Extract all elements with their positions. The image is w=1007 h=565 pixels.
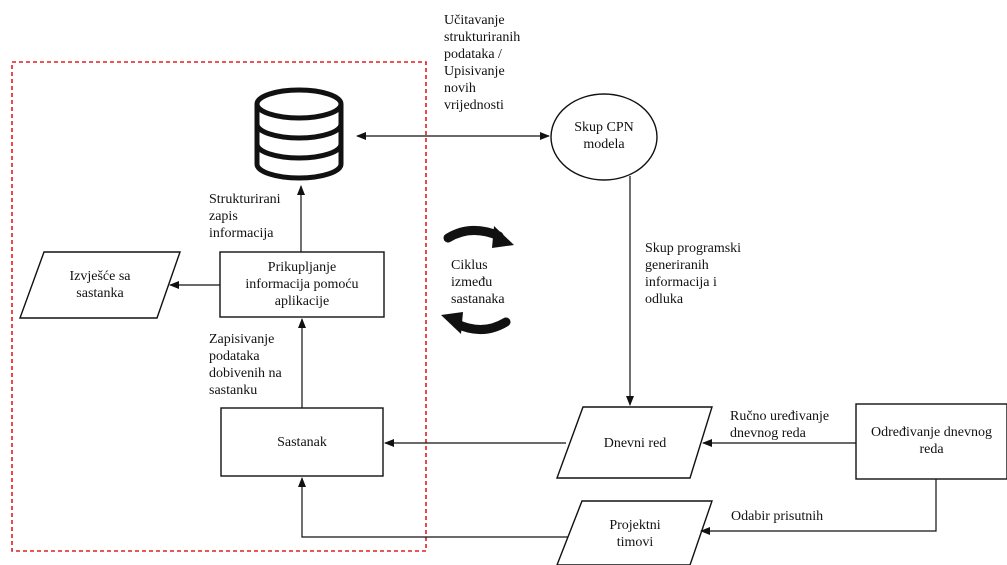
agenda-determination-label: Određivanje dnevnog reda xyxy=(871,425,992,457)
system-boundary xyxy=(11,61,427,552)
generated-info-label: Skup programski generiranih informacija … xyxy=(645,241,742,307)
collection-label: Prikupljanje informacija pomoću aplikaci… xyxy=(245,260,359,309)
edge-determination-teams xyxy=(700,479,937,535)
meeting-label: Sastanak xyxy=(277,435,327,450)
record-meeting-data-label: Zapisivanje podataka dobivenih na sastan… xyxy=(209,332,282,398)
project-teams-label: Projektni timovi xyxy=(609,518,661,550)
agenda-node[interactable] xyxy=(555,406,713,479)
report-label: Izvješće sa sastanka xyxy=(69,269,131,301)
cycle-label: Ciklus između sastanaka xyxy=(451,258,505,307)
database-icon xyxy=(254,87,344,181)
collection-node[interactable] xyxy=(219,251,385,318)
cpn-models-node[interactable] xyxy=(550,93,658,181)
manual-edit-label: Ručno uređivanje dnevnog reda xyxy=(730,409,830,441)
structured-record-label: Strukturirani zapis informacija xyxy=(209,192,281,241)
load-data-label: Učitavanje strukturiranih podataka / Upi… xyxy=(444,13,521,113)
meeting-node[interactable] xyxy=(220,407,384,477)
project-teams-node[interactable] xyxy=(556,500,713,565)
agenda-determination-node[interactable] xyxy=(855,403,1007,480)
agenda-label: Dnevni red xyxy=(603,436,667,451)
select-attendees-label: Odabir prisutnih xyxy=(731,509,824,524)
cycle-arrows-icon xyxy=(441,226,514,334)
cpn-models-label: Skup CPN modela xyxy=(574,120,634,152)
edge-teams-meeting xyxy=(298,477,568,538)
report-node[interactable] xyxy=(19,251,181,319)
